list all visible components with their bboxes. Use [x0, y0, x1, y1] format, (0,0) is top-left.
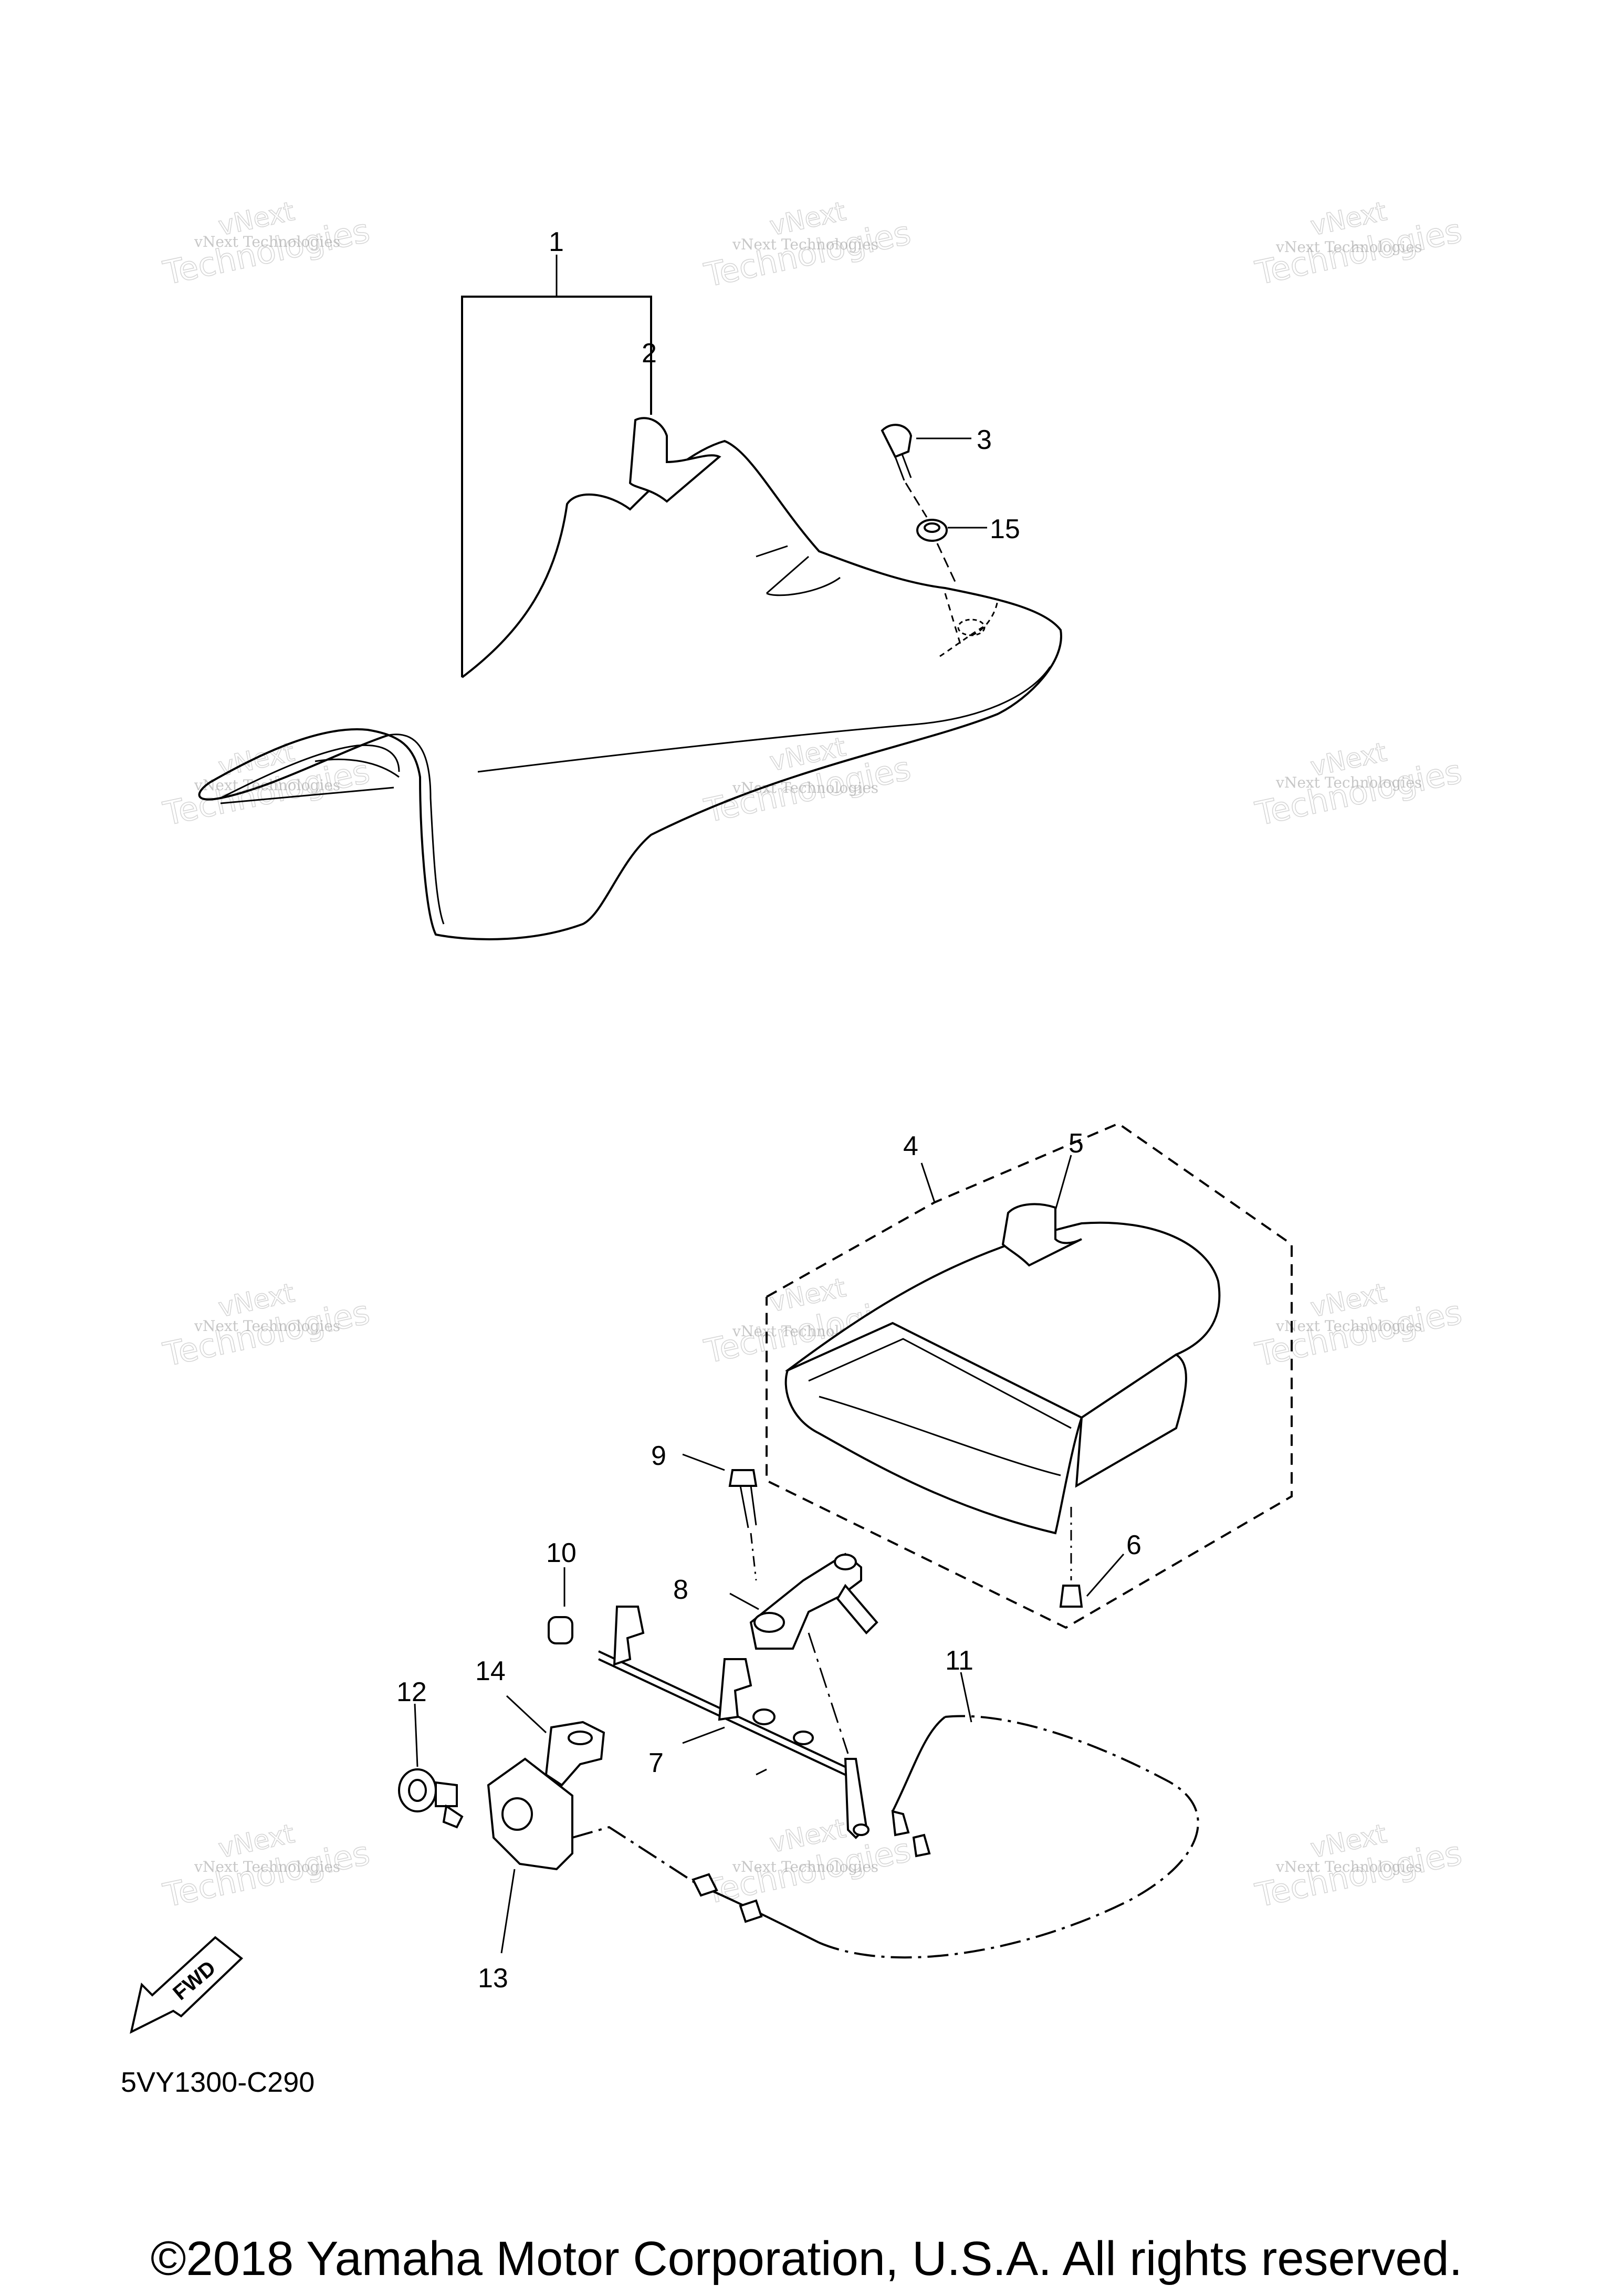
callout-1: 1 — [549, 227, 564, 257]
callout-4: 4 — [903, 1131, 918, 1161]
callout-10: 10 — [546, 1538, 577, 1568]
callout-6: 6 — [1126, 1530, 1141, 1560]
pillion-seat-drawing — [398, 1122, 1293, 1959]
watermark-small: vNext Technologies — [194, 1858, 340, 1875]
watermark-small: vNext Technologies — [732, 236, 878, 253]
callout-3: 3 — [977, 425, 992, 455]
watermark-small: vNext Technologies — [1275, 1317, 1422, 1335]
watermark-small: vNext Technologies — [194, 1317, 340, 1335]
watermark: vNext Technologies — [1252, 195, 1465, 292]
watermark: vNext Technologies — [700, 1812, 914, 1912]
rider-seat-drawing — [198, 255, 1062, 940]
callout-7: 7 — [648, 1748, 664, 1778]
watermark-small: vNext Technologies — [1275, 1858, 1422, 1875]
copyright-notice: ©2018 Yamaha Motor Corporation, U.S.A. A… — [150, 2232, 1463, 2285]
callout-8: 8 — [673, 1575, 688, 1605]
callout-13: 13 — [478, 1963, 508, 1994]
callout-9: 9 — [651, 1441, 666, 1471]
callout-12: 12 — [396, 1677, 427, 1707]
callouts: 1 2 3 4 5 6 7 8 9 10 11 12 13 14 15 — [396, 227, 1141, 1994]
diagram-code: 5VY1300-C290 — [121, 2067, 315, 2098]
watermarks: vNext Technologies vNext Technologies vN… — [160, 195, 1465, 1915]
callout-15: 15 — [990, 514, 1020, 544]
watermark-small: vNext Technologies — [732, 779, 878, 796]
watermark-small: vNext Technologies — [1275, 238, 1422, 256]
watermark-small: vNext Technologies — [732, 1858, 878, 1875]
callout-11: 11 — [945, 1645, 973, 1676]
callout-5: 5 — [1069, 1128, 1084, 1159]
watermark-small: vNext Technologies — [194, 233, 340, 250]
callout-14: 14 — [475, 1656, 506, 1686]
watermark-small: vNext Technologies — [1275, 774, 1422, 791]
callout-2: 2 — [642, 338, 657, 369]
fwd-arrow-icon: FWD — [130, 1936, 244, 2034]
